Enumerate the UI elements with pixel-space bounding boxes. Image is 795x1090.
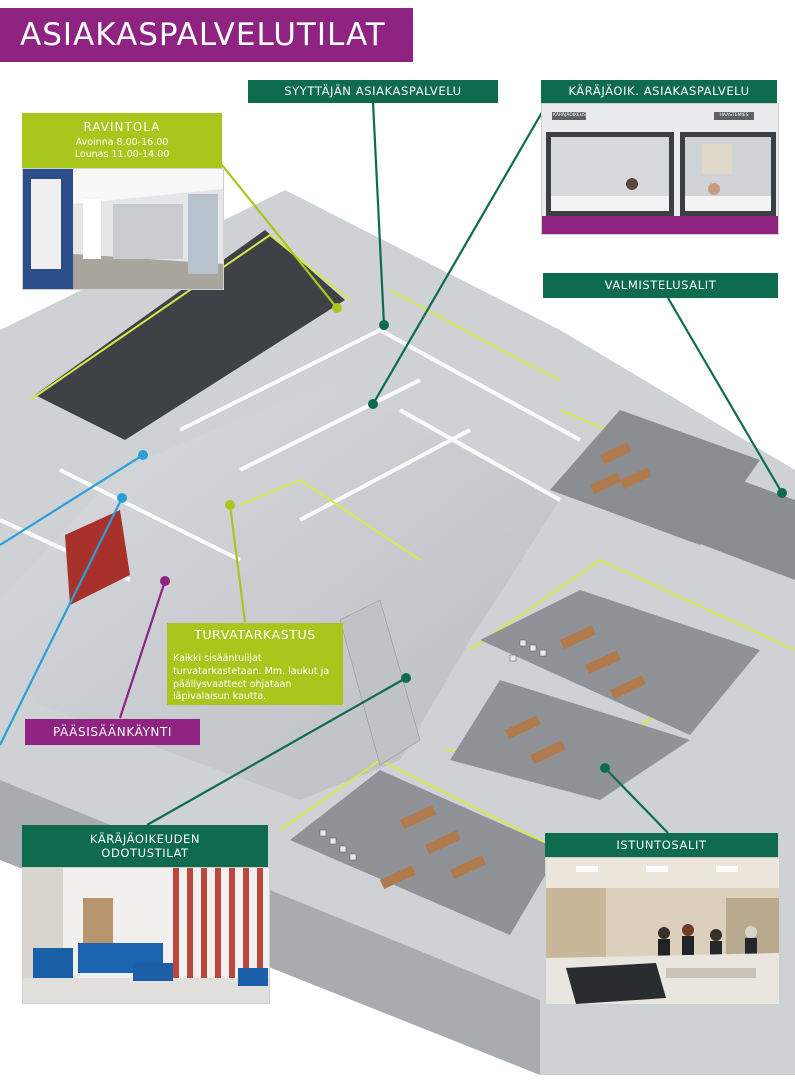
ravintola-photo — [22, 168, 224, 290]
chairs — [319, 639, 547, 861]
ravintola-leader — [221, 164, 338, 309]
ravintola-label-box: RAVINTOLA Avoinna 8.00-16.00 Lounas 11.0… — [22, 113, 222, 168]
istuntosalit-label: ISTUNTOSALIT — [545, 833, 778, 857]
desks — [380, 442, 652, 890]
turvatarkastus-leader — [228, 504, 247, 623]
ravintola-lunch: Lounas 11.00-14.00 — [74, 149, 170, 160]
odotustilat-leader — [146, 677, 407, 826]
odotustilat-dot — [401, 673, 411, 683]
odotustilat-photo — [22, 867, 270, 1004]
karajaoik-asiakas-label: KÄRÄJÄOIK. ASIAKASPALVELU — [541, 80, 777, 103]
valmistelusalit-leader — [667, 297, 783, 494]
stairs — [339, 599, 421, 766]
karajaoik-leader — [372, 101, 549, 405]
istuntosalit-leader — [604, 767, 669, 834]
karajaoik-asiakas-photo: KÄRÄJÄOIKEUS HAASTEMIES — [541, 103, 779, 235]
turvatarkastus-dot — [225, 500, 235, 510]
courtroom-2 — [450, 680, 690, 800]
courtroom-1 — [480, 590, 760, 735]
paasisaankaynti-dot — [160, 576, 170, 586]
syyttajan-dot — [379, 320, 389, 330]
paasisaankaynti-leader — [118, 580, 167, 719]
lobby-floor — [0, 380, 560, 800]
ravintola-hours: Avoinna 8.00-16.00 — [75, 137, 169, 149]
turvatarkastus-note: Kaikki sisääntulijat turvatarkastetaan. … — [167, 647, 343, 705]
syyttajan-leader — [371, 101, 386, 326]
blue-leader-1 — [0, 454, 144, 546]
photo-sign-left: KÄRÄJÄOIKEUS — [553, 113, 587, 118]
istuntosalit-dot — [600, 763, 610, 773]
roof-area — [35, 230, 345, 440]
blue-dot-1 — [138, 450, 148, 460]
odotustilat-line2: ODOTUSTILAT — [101, 846, 189, 860]
istuntosalit-photo — [545, 857, 780, 1005]
prep-room-2 — [690, 480, 795, 580]
paasisaankaynti-label: PÄÄSISÄÄNKÄYNTI — [25, 719, 200, 745]
turvatarkastus-label: TURVATARKASTUS — [167, 623, 343, 647]
photo-sign-right: HAASTEMIES — [719, 113, 749, 118]
courtroom-3 — [290, 770, 560, 935]
syyttajan-label: SYYTTÄJÄN ASIAKASPALVELU — [248, 80, 498, 103]
odotustilat-label-box: KÄRÄJÄOIKEUDEN ODOTUSTILAT — [22, 825, 268, 867]
karajaoik-dot — [368, 399, 378, 409]
ravintola-dot — [332, 303, 342, 313]
blue-dot-2 — [117, 493, 127, 503]
prep-room-1 — [550, 410, 760, 545]
blue-leader-2 — [0, 497, 123, 746]
ravintola-title: RAVINTOLA — [83, 120, 161, 135]
valmistelusalit-dot — [777, 488, 787, 498]
valmistelusalit-label: VALMISTELUSALIT — [543, 273, 778, 298]
page-title: ASIAKASPALVELUTILAT — [0, 8, 413, 62]
odotustilat-line1: KÄRÄJÄOIKEUDEN — [89, 831, 201, 846]
